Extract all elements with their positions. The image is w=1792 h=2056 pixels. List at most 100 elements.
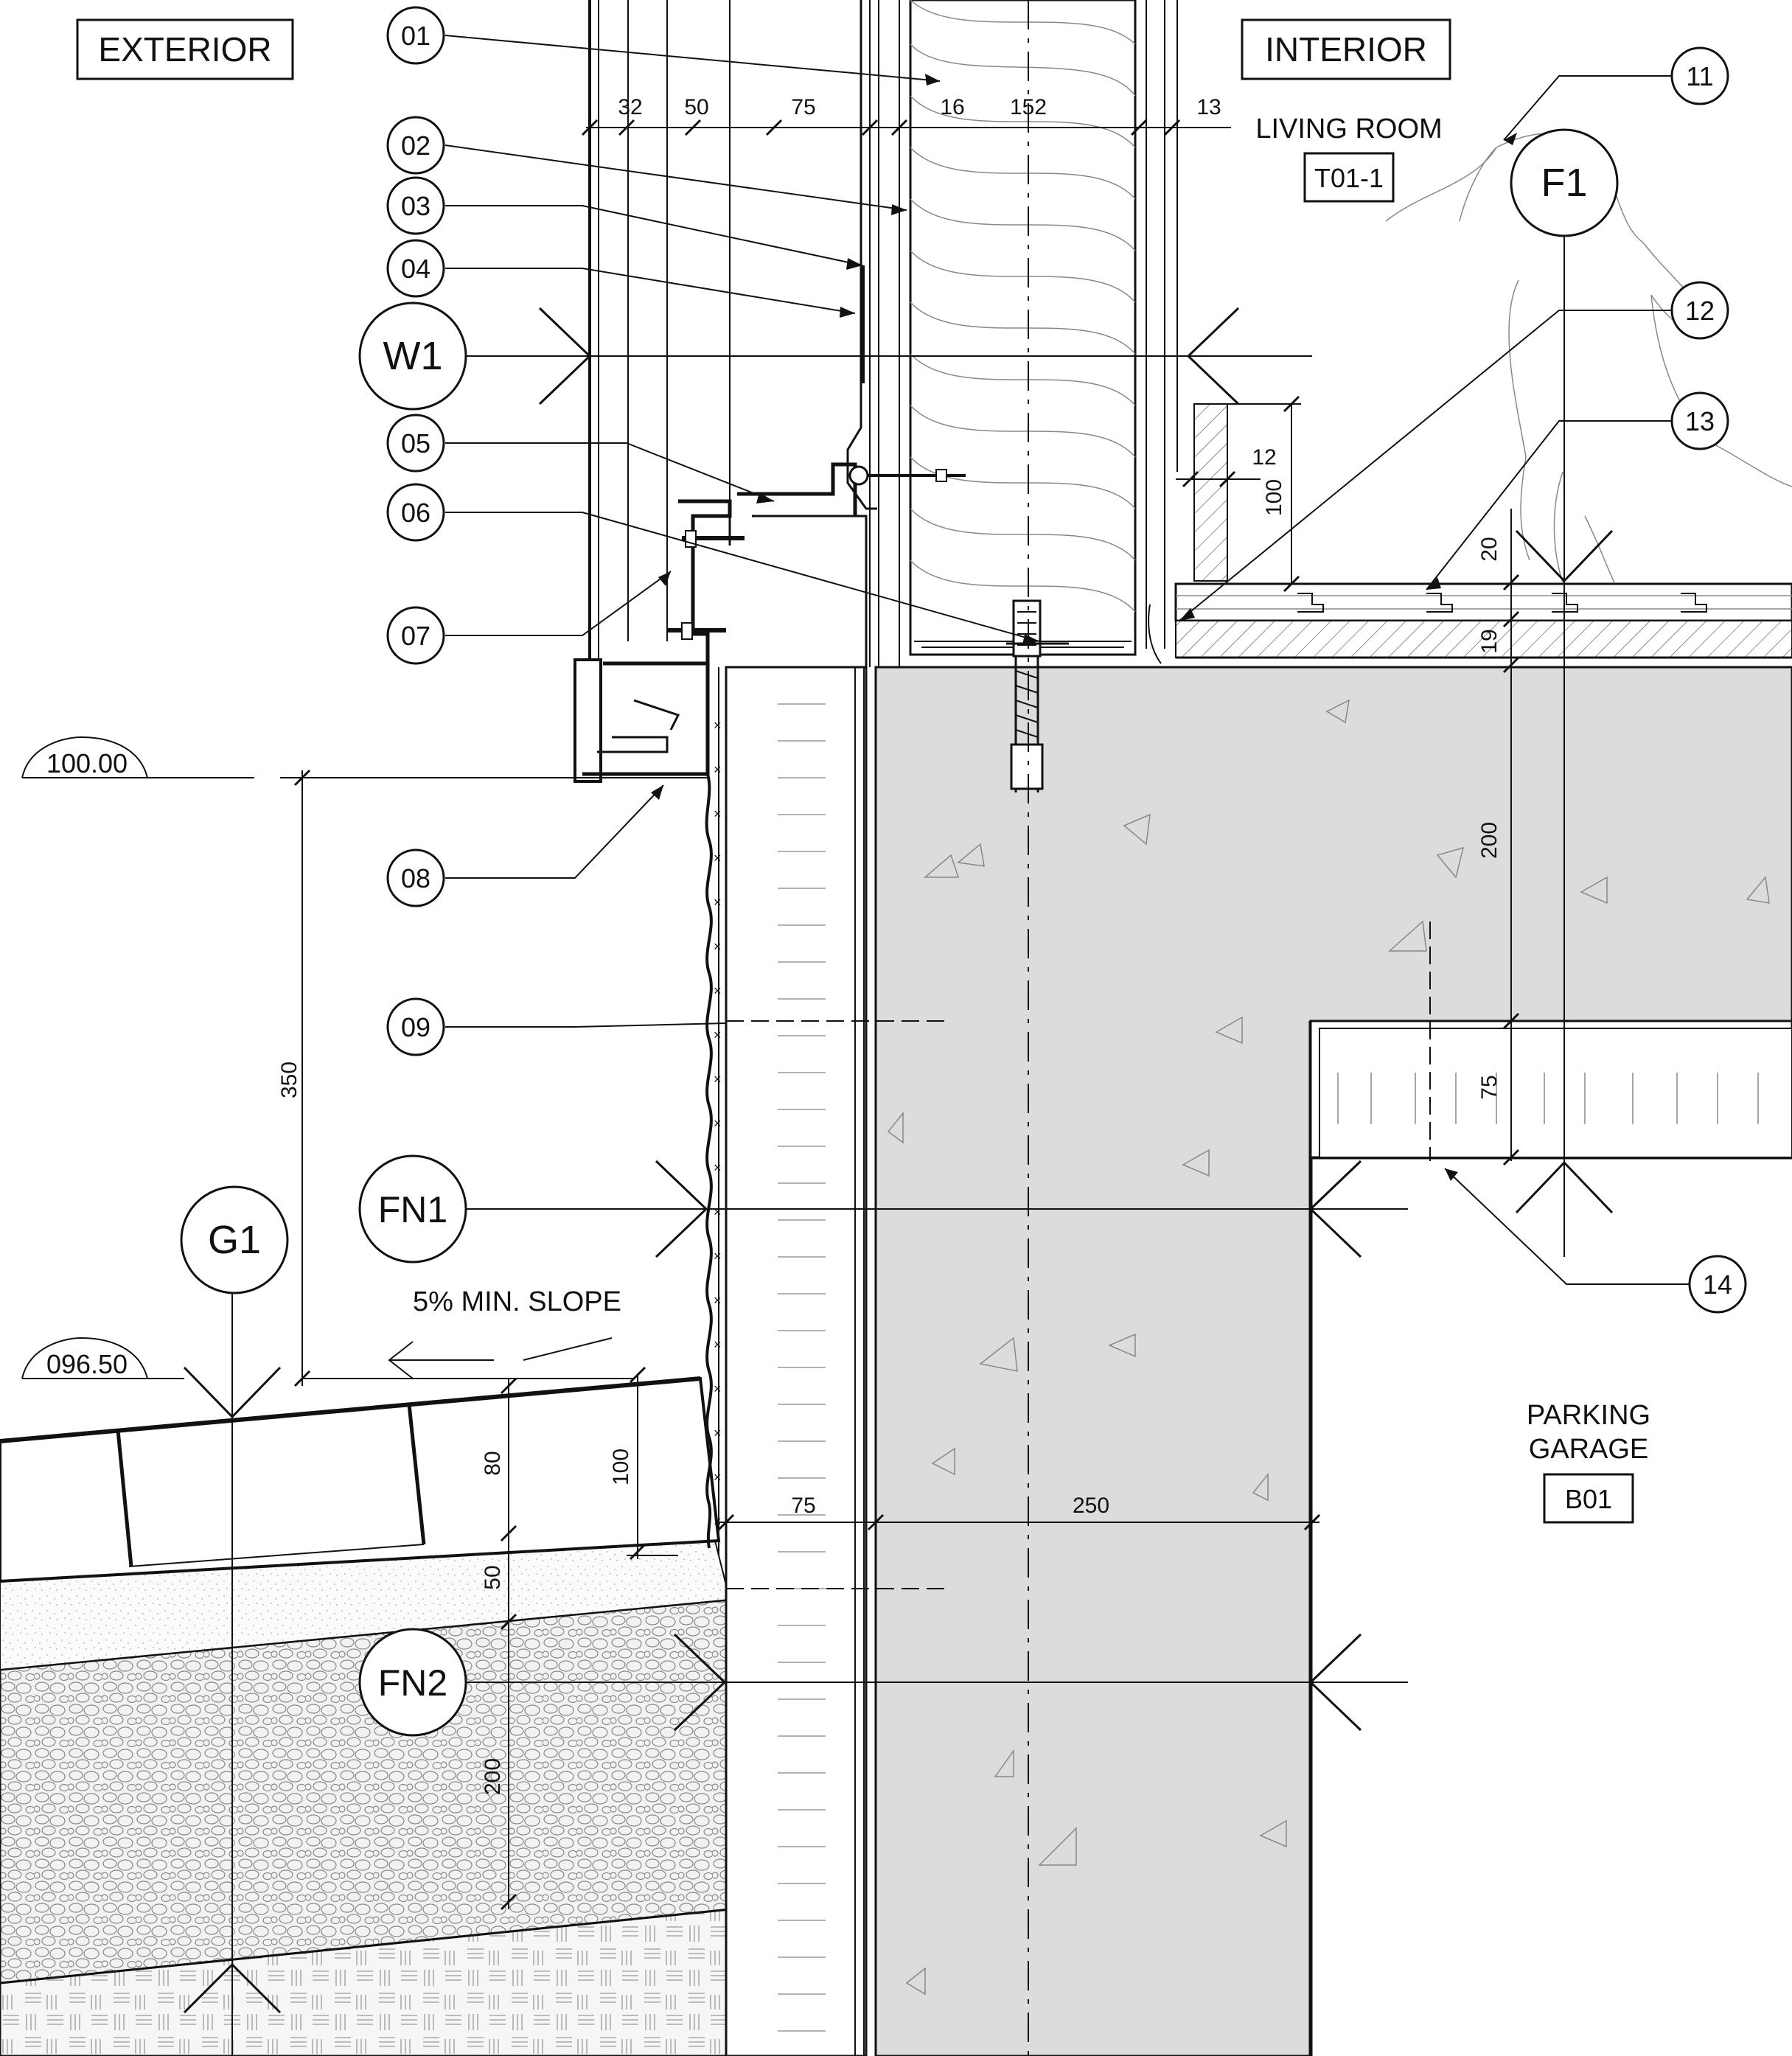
callout-05 <box>386 414 445 473</box>
callout-label-09: 09 <box>401 1012 430 1042</box>
callout-04 <box>386 239 445 298</box>
callout-label-05: 05 <box>401 428 430 459</box>
callout-label-12: 12 <box>1685 296 1715 326</box>
dim-100-paver: 100 <box>609 1449 633 1485</box>
section-label-f1: F1 <box>1541 161 1587 205</box>
living-room-label: LIVING ROOM <box>1255 114 1442 144</box>
elevation-marker-top <box>21 736 254 778</box>
svg-text:×: × <box>714 1381 722 1396</box>
section-label-g1: G1 <box>208 1218 261 1262</box>
svg-text:×: × <box>714 718 722 733</box>
section-label-fn2: FN2 <box>378 1662 447 1704</box>
callout-label-04: 04 <box>401 254 430 284</box>
dim-250: 250 <box>1073 1494 1109 1518</box>
slope-note: 5% MIN. SLOPE <box>413 1286 621 1317</box>
slope-arrow <box>388 1337 613 1379</box>
callout-13 <box>1670 391 1729 450</box>
floor-slab-dimensions <box>1502 509 1520 1166</box>
concrete-foundation <box>874 666 1792 2056</box>
parking-garage-tag-box <box>1543 1473 1634 1524</box>
paver-dimensions <box>500 1366 678 1911</box>
svg-text:×: × <box>714 1205 722 1219</box>
svg-text:×: × <box>714 1160 722 1175</box>
dim-16: 16 <box>940 95 964 119</box>
callout-14 <box>1688 1255 1747 1314</box>
interior-drywall <box>1146 0 1228 649</box>
section-label-fn1: FN1 <box>378 1189 447 1230</box>
elevation-top: 100.00 <box>46 748 128 778</box>
section-w1 <box>358 302 1312 411</box>
dim-75-beam: 75 <box>1477 1075 1502 1099</box>
dim-75-insul: 75 <box>791 1494 815 1518</box>
callout-11 <box>1670 46 1729 105</box>
parking-garage-label-line2: GARAGE <box>1529 1434 1649 1465</box>
svg-text:×: × <box>714 1249 722 1264</box>
svg-text:×: × <box>714 1116 722 1131</box>
svg-text:×: × <box>714 1426 722 1440</box>
dim-13: 13 <box>1196 95 1221 119</box>
callout-01 <box>386 6 445 65</box>
floor-assembly <box>1148 582 1792 664</box>
waterproofing-membrane: ××× ××× ××× ××× ××× ××× × <box>705 667 947 1589</box>
sheathing-layers <box>846 0 900 667</box>
dim-32: 32 <box>618 95 642 119</box>
callout-06 <box>386 483 445 542</box>
interior-label-box <box>1241 18 1451 80</box>
callout-label-07: 07 <box>401 621 430 651</box>
svg-text:×: × <box>714 806 722 821</box>
callout-label-01: 01 <box>401 21 430 51</box>
top-dimension-string <box>581 119 1231 136</box>
svg-text:×: × <box>714 939 722 954</box>
dim-100-trim: 100 <box>1262 479 1286 516</box>
trim-dimensions <box>1176 395 1301 593</box>
dim-350: 350 <box>277 1062 301 1098</box>
interior-label: INTERIOR <box>1265 30 1427 69</box>
callout-label-11: 11 <box>1686 61 1713 91</box>
dim-20: 20 <box>1477 537 1502 561</box>
dim-75-top: 75 <box>791 95 815 119</box>
dim-50: 50 <box>481 1565 505 1589</box>
elevation-grade: 096.50 <box>46 1349 128 1379</box>
callout-08 <box>386 848 445 907</box>
callout-label-06: 06 <box>401 498 430 528</box>
svg-text:×: × <box>714 1293 722 1308</box>
section-fn2 <box>358 1628 1408 1737</box>
anchor-bolt <box>1006 599 1069 792</box>
paver-units <box>0 1376 721 1583</box>
exterior-label-box <box>76 18 294 80</box>
callout-leaders <box>444 35 1690 1285</box>
height-350-dimension <box>280 769 708 1387</box>
parking-garage-label-line1: PARKING <box>1527 1400 1650 1431</box>
section-g1 <box>180 1185 289 2056</box>
dim-80: 80 <box>481 1451 505 1475</box>
section-f1 <box>1510 128 1619 1257</box>
living-room-tag-box <box>1303 152 1395 203</box>
callout-label-03: 03 <box>401 191 430 221</box>
dim-200-gravel: 200 <box>481 1758 505 1795</box>
callout-label-13: 13 <box>1685 406 1715 436</box>
svg-text:×: × <box>714 1337 722 1352</box>
exterior-cladding <box>588 0 731 663</box>
callout-label-14: 14 <box>1703 1269 1732 1300</box>
dim-19: 19 <box>1477 629 1502 653</box>
callout-09 <box>386 997 445 1056</box>
callout-03 <box>386 176 445 235</box>
svg-text:×: × <box>714 1514 722 1529</box>
svg-text:×: × <box>714 762 722 777</box>
parking-garage-tag: B01 <box>1565 1484 1612 1514</box>
foundation-rigid-insulation <box>725 666 868 2056</box>
svg-text:×: × <box>714 983 722 998</box>
callout-07 <box>386 606 445 665</box>
svg-text:×: × <box>714 895 722 910</box>
svg-text:×: × <box>714 1470 722 1485</box>
section-label-w1: W1 <box>383 334 443 378</box>
starter-bracket-detail <box>573 265 1069 792</box>
svg-text:×: × <box>714 1072 722 1087</box>
callout-12 <box>1670 281 1729 340</box>
dim-152: 152 <box>1010 95 1047 119</box>
foundation-width-dimensions <box>717 1513 1321 1531</box>
svg-text:×: × <box>714 851 722 865</box>
elevation-marker-grade <box>21 1337 184 1379</box>
section-fn1 <box>358 1154 1408 1264</box>
